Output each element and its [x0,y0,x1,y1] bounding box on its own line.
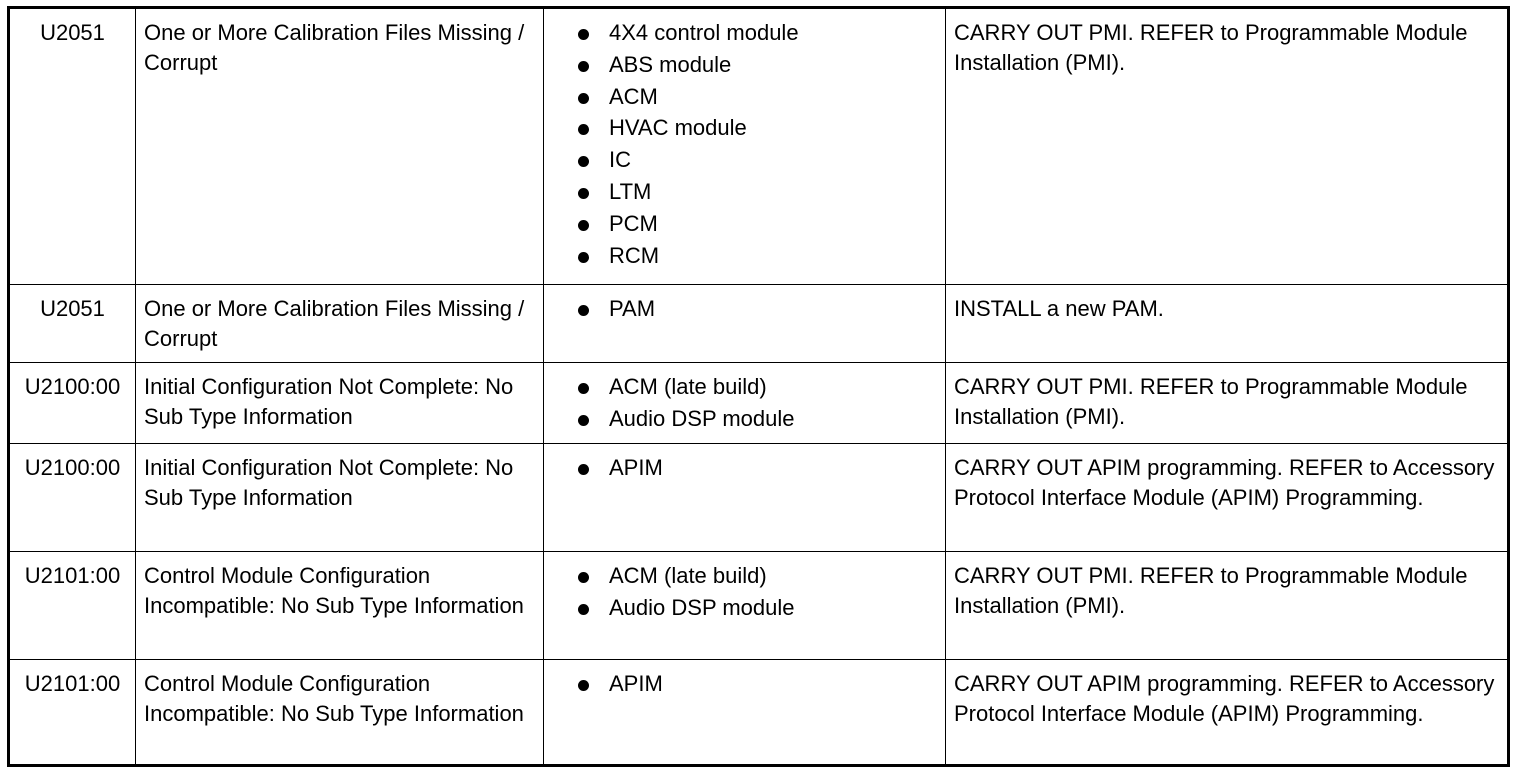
module-list-cell: ACM (late build) Audio DSP module [543,362,946,444]
bullet-icon [578,92,589,104]
module-name: ACM [609,83,658,109]
bullet-icon [578,464,589,475]
module-list-item: ACM (late build) [552,371,937,404]
dtc-code-cell: U2101:00 [8,551,136,660]
dtc-description-cell: One or More Calibration Files Missing / … [135,7,544,285]
module-list-cell: APIM [543,443,946,552]
module-name: HVAC module [609,115,747,141]
module-list: ACM (late build) Audio DSP module [552,371,937,436]
module-list: ACM (late build) Audio DSP module [552,560,937,625]
module-name: 4X4 control module [609,20,799,45]
module-name: ACM (late build) [609,374,767,399]
module-list-item: APIM [552,452,937,485]
module-list-item: APIM [552,668,937,701]
bullet-icon [578,414,589,426]
module-name: PCM [609,210,658,236]
action-cell: CARRY OUT PMI. REFER to Programmable Mod… [945,551,1509,660]
bullet-icon [578,383,589,394]
bullet-icon [578,29,589,40]
action-cell: CARRY OUT PMI. REFER to Programmable Mod… [945,362,1509,444]
module-name: IC [609,147,631,173]
module-list: 4X4 control module ABS module ACM HVAC m… [552,17,937,272]
bullet-icon [578,60,589,72]
module-name: ABS module [609,51,732,77]
bullet-icon [578,251,589,263]
table-row: U2101:00 Control Module Configuration In… [8,551,1509,660]
dtc-code-cell: U2101:00 [8,659,136,766]
table-row: U2051 One or More Calibration Files Miss… [8,284,1509,363]
module-list-cell: ACM (late build) Audio DSP module [543,551,946,660]
dtc-description-cell: Control Module Configuration Incompatibl… [135,659,544,766]
table-row: U2101:00 Control Module Configuration In… [8,659,1509,766]
module-name: PAM [609,296,656,321]
module-list-cell: APIM [543,659,946,766]
bullet-icon [578,156,589,168]
dtc-code-cell: U2100:00 [8,362,136,444]
dtc-description-cell: Initial Configuration Not Complete: No S… [135,362,544,444]
action-cell: CARRY OUT PMI. REFER to Programmable Mod… [945,7,1509,285]
module-name: APIM [609,671,663,696]
module-list-item: ACM [552,81,937,114]
module-list: PAM [552,293,937,326]
dtc-code-cell: U2100:00 [8,443,136,552]
dtc-description-cell: Initial Configuration Not Complete: No S… [135,443,544,552]
bullet-icon [578,680,589,691]
action-cell: CARRY OUT APIM programming. REFER to Acc… [945,659,1509,766]
dtc-code-cell: U2051 [8,284,136,363]
bullet-icon [578,572,589,583]
bullet-icon [578,187,589,199]
bullet-icon [578,124,589,136]
table-row: U2051 One or More Calibration Files Miss… [8,7,1509,285]
bullet-icon [578,219,589,231]
module-list-cell: PAM [543,284,946,363]
module-list-item: IC [552,144,937,177]
dtc-table: U2051 One or More Calibration Files Miss… [7,6,1510,767]
table-row: U2100:00 Initial Configuration Not Compl… [8,362,1509,444]
module-list-item: PCM [552,208,937,241]
action-cell: CARRY OUT APIM programming. REFER to Acc… [945,443,1509,552]
module-list-item: RCM [552,240,937,273]
module-list-item: HVAC module [552,112,937,145]
module-list-item: ACM (late build) [552,560,937,593]
table-row: U2100:00 Initial Configuration Not Compl… [8,443,1509,552]
module-list: APIM [552,668,937,701]
module-name: LTM [609,178,652,204]
module-list-cell: 4X4 control module ABS module ACM HVAC m… [543,7,946,285]
action-cell: INSTALL a new PAM. [945,284,1509,363]
module-list: APIM [552,452,937,485]
module-list-item: ABS module [552,49,937,82]
module-list-item: 4X4 control module [552,17,937,50]
module-name: APIM [609,455,663,480]
dtc-code-cell: U2051 [8,7,136,285]
bullet-icon [578,305,589,316]
module-list-item: Audio DSP module [552,592,937,625]
module-name: ACM (late build) [609,563,767,588]
dtc-description-cell: Control Module Configuration Incompatibl… [135,551,544,660]
module-name: Audio DSP module [609,594,795,620]
module-name: Audio DSP module [609,405,795,431]
module-list-item: PAM [552,293,937,326]
bullet-icon [578,603,589,615]
module-name: RCM [609,242,660,268]
module-list-item: LTM [552,176,937,209]
dtc-description-cell: One or More Calibration Files Missing / … [135,284,544,363]
module-list-item: Audio DSP module [552,403,937,436]
